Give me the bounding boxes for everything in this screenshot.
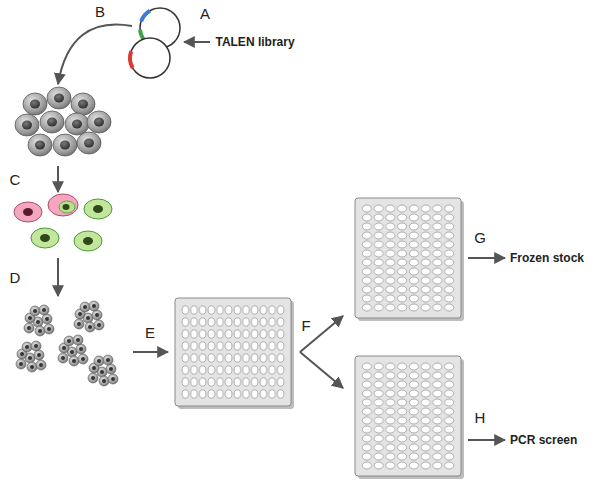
step-arrow xyxy=(57,258,59,296)
step-arrow xyxy=(468,257,505,259)
step-arrow xyxy=(468,439,505,441)
cell-cluster xyxy=(15,87,111,156)
step-arrow xyxy=(57,166,59,192)
step-letter: H xyxy=(475,409,486,427)
sorted-cells xyxy=(14,194,112,251)
step-letter: D xyxy=(10,269,21,287)
well-plate xyxy=(355,356,464,479)
step-letter: E xyxy=(145,324,155,342)
well-plate xyxy=(355,198,464,321)
step-arrow xyxy=(133,351,168,353)
split-arrow xyxy=(300,316,343,352)
well-plate xyxy=(175,298,294,409)
item-label: TALEN library xyxy=(215,35,294,49)
item-label: PCR screen xyxy=(510,433,577,447)
step-letter: B xyxy=(95,3,105,21)
step-arrow xyxy=(58,24,132,84)
item-label: Frozen stock xyxy=(510,251,584,265)
step-letter: F xyxy=(301,317,310,335)
step-letter: G xyxy=(474,229,486,247)
step-letter: C xyxy=(10,171,21,189)
split-arrow xyxy=(300,352,343,388)
step-letter: A xyxy=(200,5,210,23)
colonies xyxy=(16,301,118,386)
step-arrow xyxy=(184,41,210,43)
plasmid xyxy=(130,38,170,78)
